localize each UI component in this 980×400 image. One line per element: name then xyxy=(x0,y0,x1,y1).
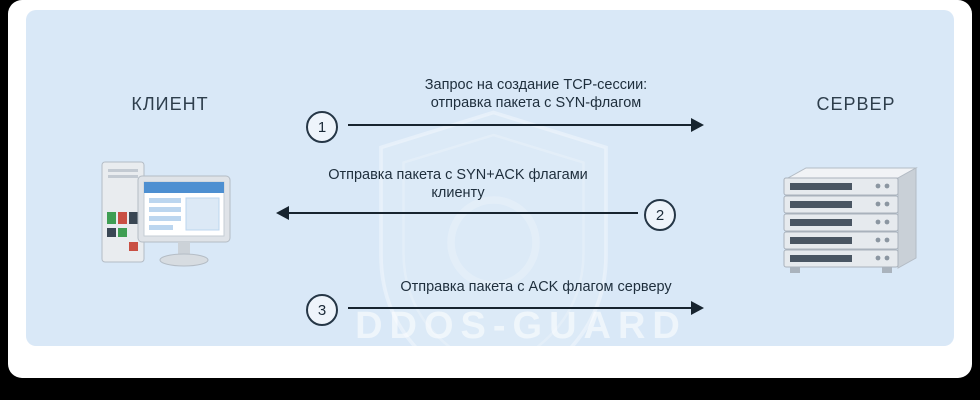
watermark-shield-icon xyxy=(379,110,608,346)
step-1-label-line2: отправка пакета с SYN-флагом xyxy=(430,95,642,111)
step-2-arrow xyxy=(276,206,638,220)
step-2-label-line1: Отправка пакета с SYN+ACK флагами xyxy=(328,167,588,183)
step-3-label: Отправка пакета с ACK флагом серверу xyxy=(356,278,716,296)
step-3-arrow xyxy=(348,301,704,315)
step-1-label-line1: Запрос на создание TCP-сессии: xyxy=(424,77,648,93)
step-1-badge: 1 xyxy=(306,111,338,143)
step-2-number: 2 xyxy=(655,206,665,224)
step-1-label: Запрос на создание TCP-сессии: отправка … xyxy=(356,76,716,112)
step-1-arrow xyxy=(348,118,704,132)
client-computer-icon xyxy=(101,161,231,267)
step-2-label: Отправка пакета с SYN+ACK флагами клиент… xyxy=(278,166,638,202)
step-3-badge: 3 xyxy=(306,294,338,326)
server-rack-icon xyxy=(783,167,918,273)
step-2-label-line2: клиенту xyxy=(431,185,485,201)
watermark-text: DDOS-GUARD xyxy=(355,305,687,346)
client-label: КЛИЕНТ xyxy=(131,94,209,114)
step-3-number: 3 xyxy=(317,301,327,319)
diagram-card: DDOS-GUARD КЛИЕНТ СЕРВЕР xyxy=(8,0,972,378)
step-2-badge: 2 xyxy=(644,199,676,231)
step-1-number: 1 xyxy=(317,118,327,136)
server-label: СЕРВЕР xyxy=(816,94,896,114)
diagram-stage: DDOS-GUARD КЛИЕНТ СЕРВЕР xyxy=(26,10,954,346)
step-3-label-line1: Отправка пакета с ACK флагом серверу xyxy=(400,279,672,295)
